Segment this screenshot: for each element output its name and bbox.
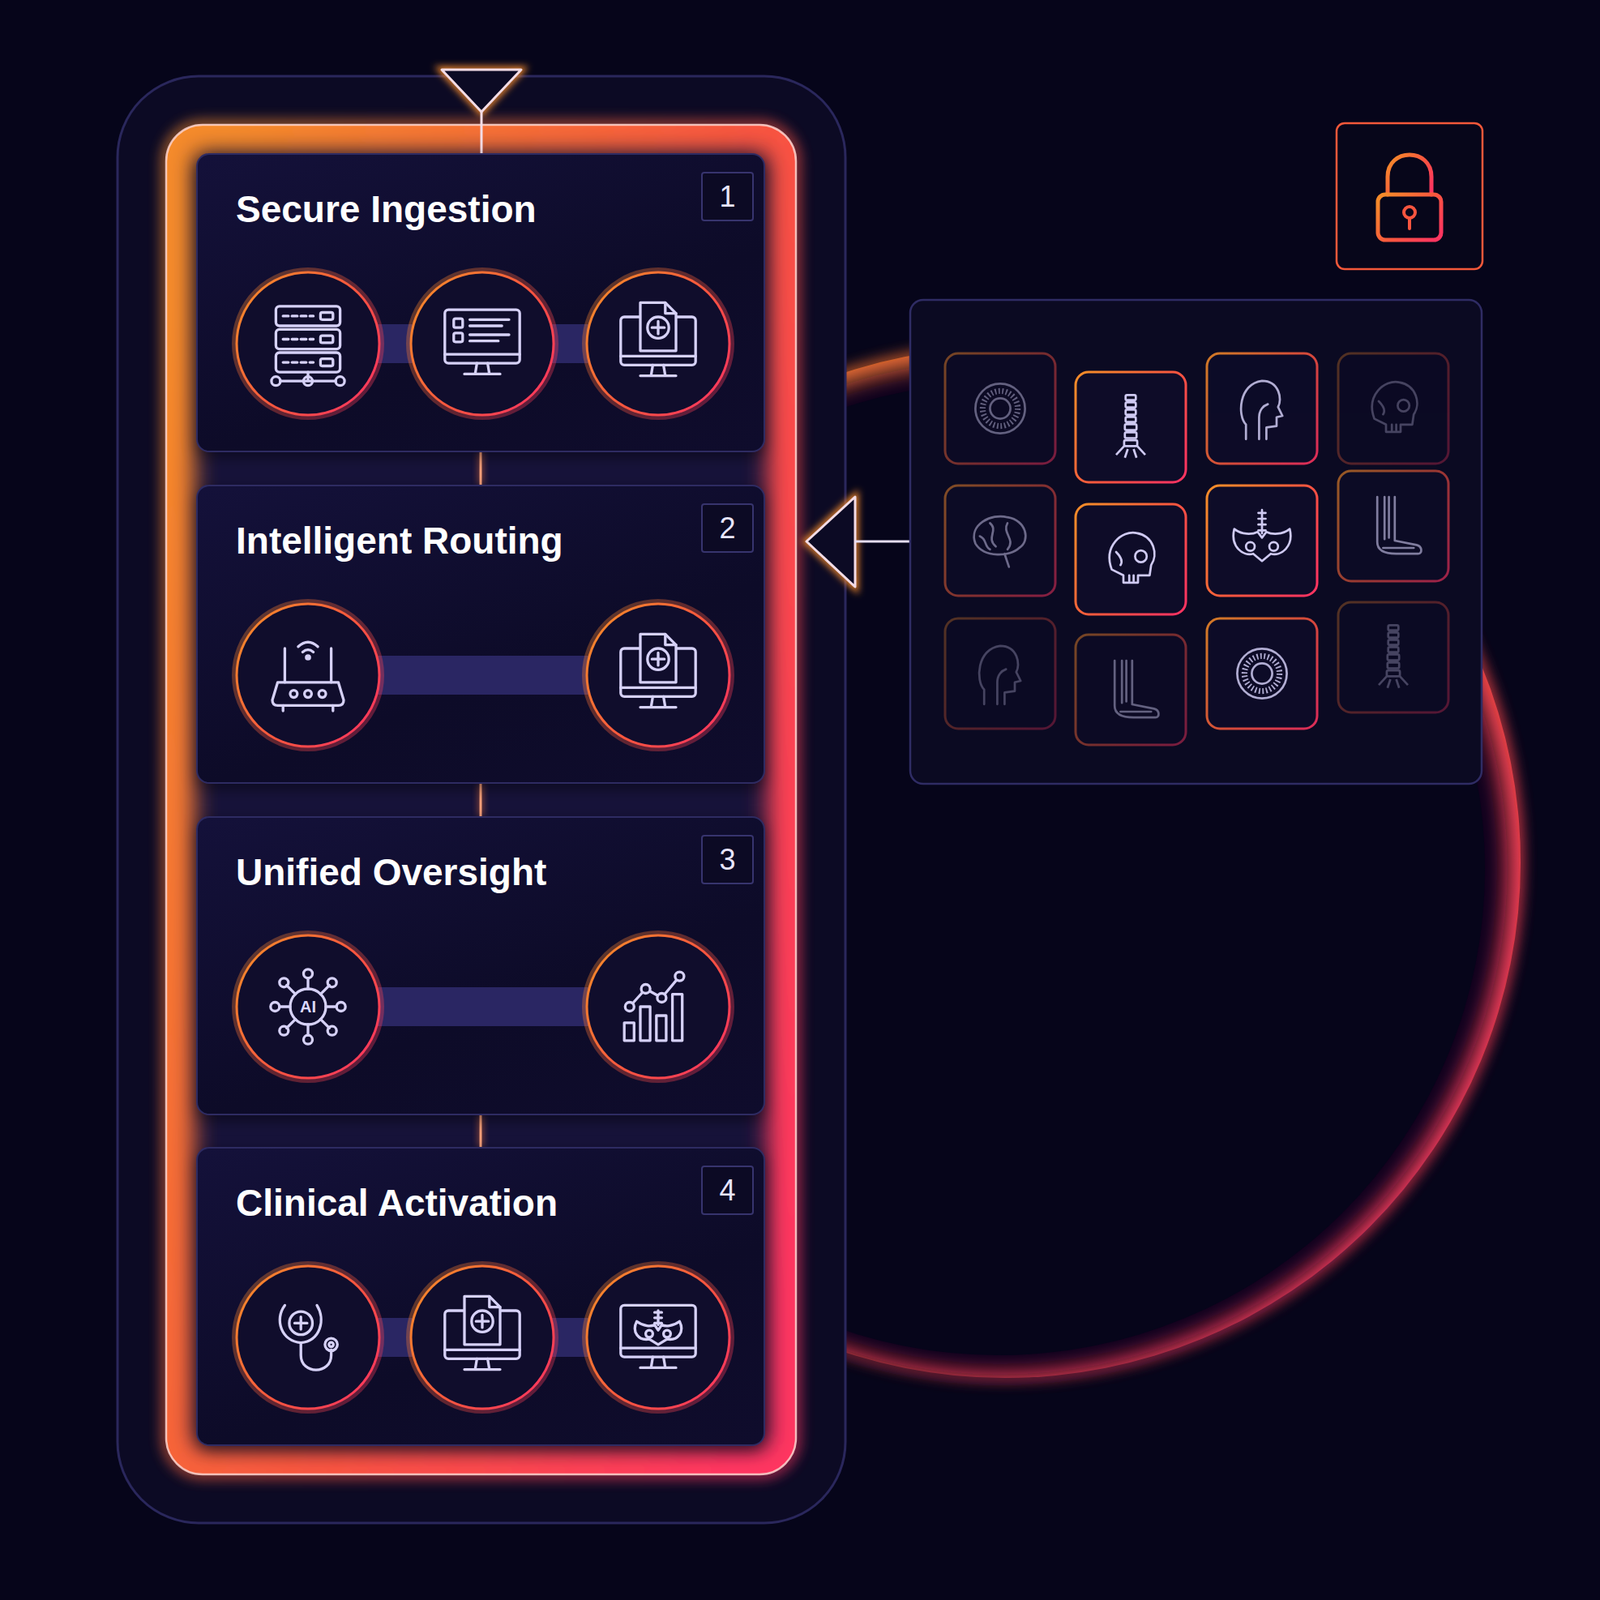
lock-badge: [1336, 123, 1483, 270]
icon-glow: [584, 932, 732, 1081]
icon-glyph: [271, 306, 345, 386]
icon-glow: [234, 932, 382, 1081]
icon-glow: [584, 269, 732, 418]
icon-glow: [234, 1263, 382, 1412]
icon-glow: [584, 1263, 732, 1412]
step-card: Clinical Activation 4: [196, 1146, 766, 1446]
icon-circle: [236, 935, 380, 1079]
scan-tile: [1206, 353, 1318, 464]
icon-glow: [408, 269, 557, 418]
icon-circle: [410, 272, 554, 415]
scan-tile: [1338, 602, 1449, 713]
step-number: 4: [718, 1176, 736, 1206]
icon-glow: [408, 1263, 557, 1412]
icon-glow: [584, 601, 732, 749]
step-connector: [479, 1115, 483, 1147]
icon-badge: [408, 269, 557, 418]
image-grid-panel: [910, 299, 1482, 784]
icon-circle: [236, 603, 380, 747]
step-title: Clinical Activation: [235, 1180, 558, 1226]
step-connector: [479, 452, 483, 485]
scan-tile: [1075, 372, 1186, 483]
outer-panel: [117, 76, 846, 1523]
icon-circle: [586, 603, 730, 747]
icon-glyph: [620, 633, 696, 707]
step-number-box: 2: [701, 503, 754, 553]
icon-badge: [584, 932, 732, 1081]
icon-glyph: [444, 1296, 520, 1369]
icon-glow: [234, 601, 382, 749]
icon-circle: [586, 272, 730, 415]
icon-circle: [586, 1266, 730, 1409]
icon-glow: [234, 269, 382, 418]
scan-tile: [1075, 504, 1186, 615]
step-title: Intelligent Routing: [235, 518, 564, 564]
step-title: Unified Oversight: [235, 850, 547, 895]
step-number-box: 4: [701, 1165, 754, 1215]
icon-badge: [234, 601, 382, 749]
icon-glyph: [279, 1304, 338, 1370]
scan-tile: [1338, 470, 1449, 582]
funnel-marker: [441, 69, 522, 154]
icon-badge: [584, 1263, 732, 1412]
icon-badge: [234, 1263, 382, 1412]
scan-tile: [1206, 485, 1318, 596]
icon-glyph: [620, 302, 696, 376]
scan-tile: [945, 618, 1056, 729]
step-number: 3: [718, 845, 736, 875]
step-number-box: 1: [701, 171, 754, 222]
step-number-box: 3: [701, 834, 754, 885]
icon-badge: [584, 601, 732, 749]
step-card: Intelligent Routing 2: [196, 484, 766, 784]
scan-tile: [945, 353, 1056, 464]
scan-tile: [1338, 353, 1449, 464]
scan-tile: [1075, 634, 1186, 745]
step-title: Secure Ingestion: [235, 187, 537, 232]
step-card: Secure Ingestion 1: [196, 153, 766, 453]
glow-frame: [166, 124, 796, 1475]
step-card: Unified Oversight 3AI: [196, 816, 766, 1116]
icon-glyph: [272, 641, 344, 711]
icon-circle: [410, 1266, 554, 1409]
icon-label: AI: [299, 998, 317, 1015]
icon-badge: [408, 1263, 557, 1412]
step-number: 1: [718, 182, 736, 212]
step-connector: [479, 783, 483, 817]
icon-circle: [236, 272, 380, 415]
icon-badge: [234, 269, 382, 418]
icon-badge: [234, 932, 382, 1081]
icon-circle: [236, 1266, 380, 1409]
icon-circle: [586, 935, 730, 1079]
icon-glyph: [620, 1304, 696, 1368]
icon-glyph: [270, 969, 346, 1044]
icon-badge: [584, 269, 732, 418]
scan-tile: [1206, 618, 1318, 729]
icon-glyph: [444, 309, 520, 374]
step-number: 2: [718, 513, 736, 544]
pointer-arrow: [806, 496, 911, 587]
icon-glyph: [624, 971, 685, 1041]
scan-tile: [945, 485, 1056, 596]
